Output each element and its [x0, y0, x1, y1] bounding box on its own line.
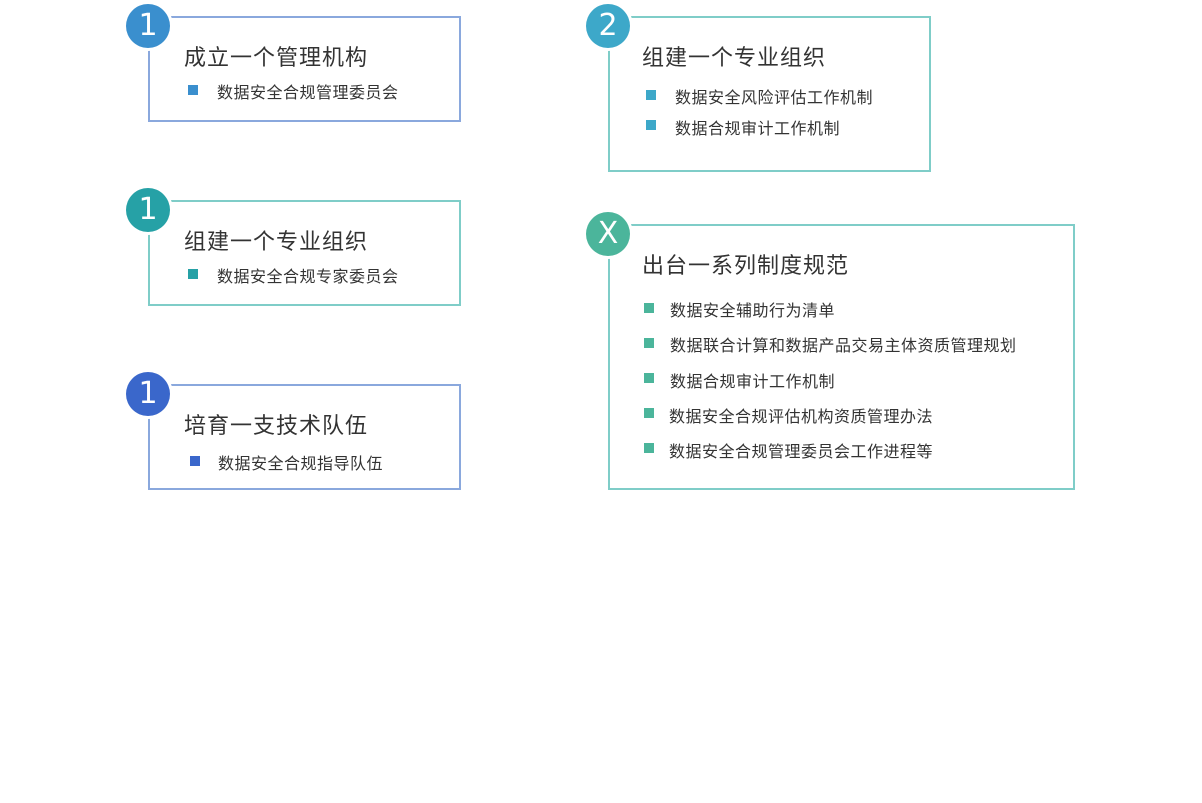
square-bullet-icon	[646, 120, 656, 130]
list-item: 数据安全合规管理委员会	[217, 83, 399, 102]
step-badge: 1	[126, 372, 170, 416]
square-bullet-icon	[190, 456, 200, 466]
card-title: 成立一个管理机构	[184, 46, 369, 71]
org-card-team	[148, 384, 461, 490]
list-item: 数据安全合规管理委员会工作进程等	[669, 442, 934, 461]
square-bullet-icon	[644, 443, 654, 453]
step-badge: 1	[126, 4, 170, 48]
list-item: 数据安全合规评估机构资质管理办法	[669, 407, 934, 426]
square-bullet-icon	[188, 85, 198, 95]
list-item: 数据安全辅助行为清单	[670, 301, 836, 320]
list-item: 数据安全合规指导队伍	[218, 454, 384, 473]
step-badge: 1	[126, 188, 170, 232]
mechanism-card	[608, 16, 931, 172]
card-title: 培育一支技术队伍	[184, 414, 369, 439]
card-title: 组建一个专业组织	[642, 46, 827, 71]
step-badge: 2	[586, 4, 630, 48]
policy-card	[608, 224, 1075, 490]
card-title: 组建一个专业组织	[184, 230, 369, 255]
square-bullet-icon	[646, 90, 656, 100]
square-bullet-icon	[644, 373, 654, 383]
square-bullet-icon	[644, 338, 654, 348]
list-item: 数据合规审计工作机制	[670, 372, 836, 391]
list-item: 数据联合计算和数据产品交易主体资质管理规划	[670, 336, 1017, 355]
square-bullet-icon	[644, 408, 654, 418]
square-bullet-icon	[644, 303, 654, 313]
org-card-management	[148, 16, 461, 122]
square-bullet-icon	[188, 269, 198, 279]
list-item: 数据安全合规专家委员会	[217, 267, 399, 286]
step-badge: X	[586, 212, 630, 256]
list-item: 数据合规审计工作机制	[675, 119, 841, 138]
org-card-expert	[148, 200, 461, 306]
card-title: 出台一系列制度规范	[642, 254, 850, 279]
list-item: 数据安全风险评估工作机制	[675, 88, 874, 107]
